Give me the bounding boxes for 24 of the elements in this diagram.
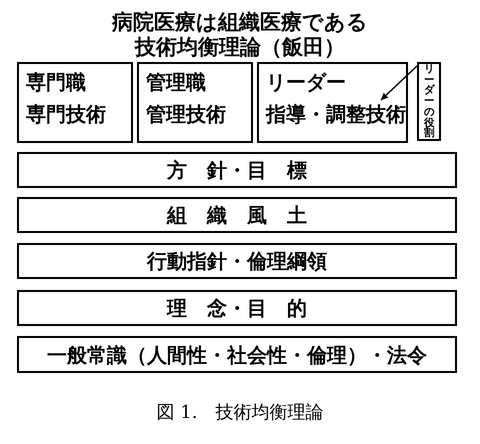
layer-band bbox=[17, 152, 457, 188]
role-label: リーダー bbox=[266, 72, 346, 92]
layer-label: 行動指針・倫理綱領 bbox=[147, 250, 327, 272]
subtitle: 技術均衡理論（飯田） bbox=[135, 34, 345, 61]
layer-label: 一般常識（人間性・社会性・倫理）・法令 bbox=[47, 344, 427, 366]
role-label: 専門職 bbox=[26, 72, 86, 92]
layer-label: 理 念・目 的 bbox=[167, 297, 307, 319]
layer-label: 組 織 風 土 bbox=[167, 204, 307, 226]
layer-band bbox=[17, 336, 457, 373]
callout-text: リーダーの役割 bbox=[424, 64, 434, 139]
skill-label: 管理技術 bbox=[146, 104, 226, 124]
skill-box bbox=[137, 62, 253, 143]
layer-band bbox=[17, 290, 457, 326]
callout-box bbox=[417, 62, 441, 141]
title: 病院医療は組織医療である bbox=[112, 8, 368, 36]
caption: 図 1. 技術均衡理論 bbox=[156, 401, 324, 424]
layer-label: 方 針・目 標 bbox=[167, 159, 307, 181]
layer-band bbox=[17, 197, 457, 233]
skill-label: 指導・調整技術 bbox=[266, 104, 406, 124]
skill-label: 専門技術 bbox=[26, 104, 106, 124]
skill-box bbox=[17, 62, 133, 143]
role-label: 管理職 bbox=[146, 72, 206, 92]
skill-box bbox=[257, 62, 408, 143]
layer-band bbox=[17, 243, 457, 279]
